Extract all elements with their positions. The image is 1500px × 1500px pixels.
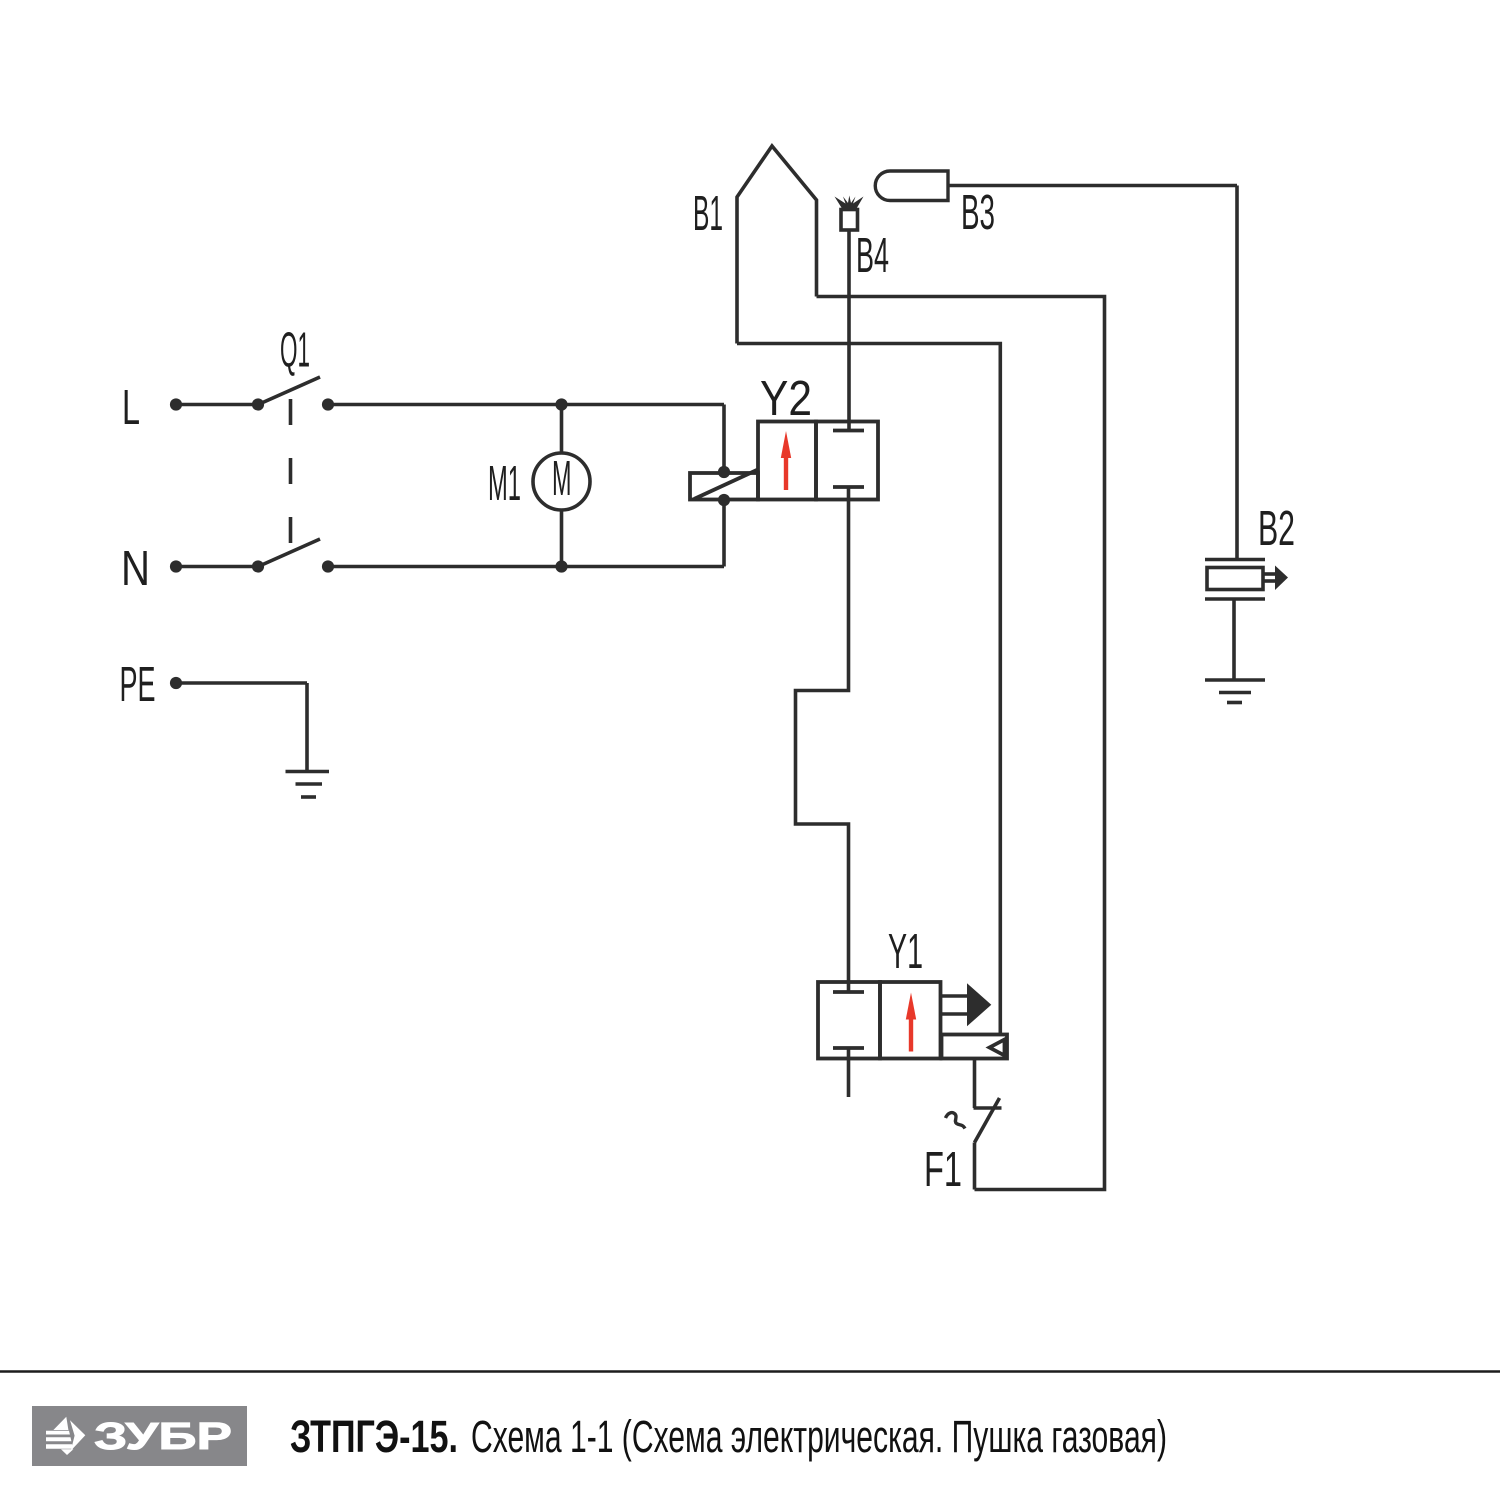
svg-text:B4: B4	[856, 228, 889, 283]
svg-text:ЗТПГЭ-15.: ЗТПГЭ-15.	[290, 1411, 458, 1462]
svg-text:B1: B1	[693, 186, 723, 241]
svg-text:Схема 1-1 (Схема электрическая: Схема 1-1 (Схема электрическая. Пушка га…	[471, 1411, 1167, 1462]
svg-text:N: N	[121, 541, 150, 596]
svg-text:L: L	[122, 380, 140, 435]
svg-text:Y2: Y2	[760, 371, 812, 426]
svg-text:B2: B2	[1258, 501, 1295, 556]
svg-text:M: M	[552, 451, 572, 506]
svg-text:PE: PE	[120, 657, 156, 712]
svg-text:ЗУБР: ЗУБР	[94, 1416, 232, 1458]
svg-text:M1: M1	[488, 456, 521, 511]
svg-text:F1: F1	[924, 1142, 962, 1197]
svg-text:Q1: Q1	[280, 323, 310, 378]
svg-text:Y1: Y1	[888, 924, 923, 979]
svg-text:B3: B3	[961, 185, 995, 240]
